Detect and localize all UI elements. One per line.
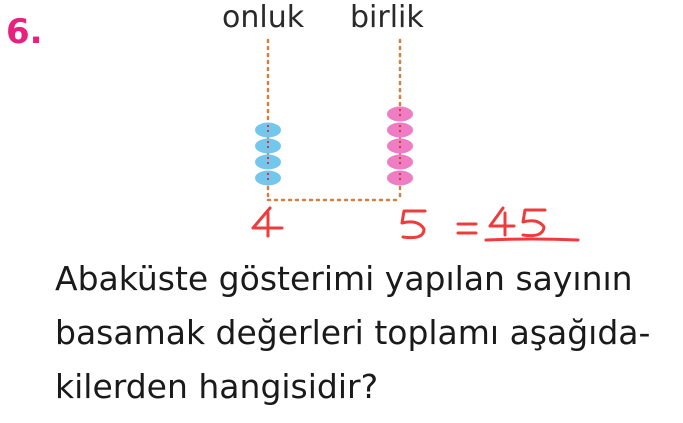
question-line-3: kilerden hangisidir? [55,367,379,406]
handwritten-answer [251,206,580,242]
handwritten-digit-5 [400,209,427,240]
tens-column-label: onluk [222,0,305,35]
question-text: Abaküste gösterimi yapılan sayının basam… [55,252,675,414]
handwritten-result-5 [521,208,547,238]
result-underline [484,237,580,242]
ones-column-label: birlik [350,0,424,35]
handwritten-result-4 [488,206,516,237]
abacus-figure [251,38,580,242]
question-number: 6. [6,12,43,52]
handwritten-equals [456,222,478,235]
question-line-2: basamak değerleri toplamı aşağıda- [55,313,651,352]
handwritten-digit-4 [251,206,284,238]
question-line-1: Abaküste gösterimi yapılan sayının [55,259,633,298]
